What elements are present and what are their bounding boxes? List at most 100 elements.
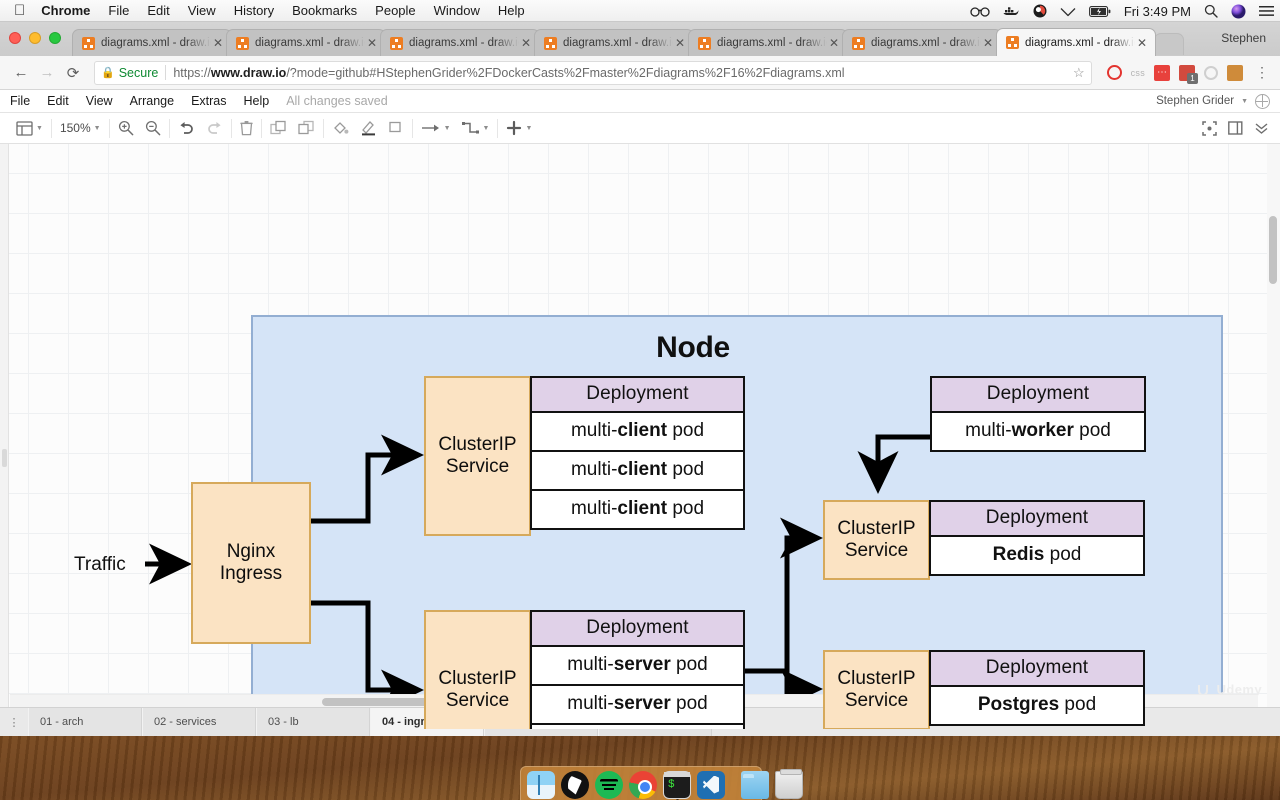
profile-name[interactable]: Stephen — [1221, 31, 1266, 45]
browser-tab[interactable]: diagrams.xml - draw.io ✕ — [842, 29, 1002, 56]
close-tab-icon[interactable]: ✕ — [674, 36, 686, 50]
fill-color-icon[interactable] — [332, 120, 349, 136]
sheet-tab-02-services[interactable]: 02 - services — [142, 708, 256, 736]
delete-icon[interactable] — [239, 120, 253, 136]
pod-multi-server[interactable]: multi-server pod — [532, 647, 743, 686]
pod-postgres[interactable]: Postgres pod — [931, 687, 1143, 724]
menubar-item-view[interactable]: View — [176, 3, 216, 18]
chevron-down-icon[interactable]: ▼ — [1241, 97, 1248, 105]
css-extension-icon[interactable]: css — [1130, 67, 1145, 78]
maximize-window-button[interactable] — [49, 32, 61, 44]
close-tab-icon[interactable]: ✕ — [520, 36, 532, 50]
new-tab-button[interactable] — [1154, 33, 1184, 55]
opera-vpn-extension-icon[interactable] — [1106, 65, 1122, 80]
chevron-down-icon[interactable]: ▼ — [482, 124, 490, 132]
minimize-window-button[interactable] — [29, 32, 41, 44]
collapse-icon[interactable] — [1254, 121, 1269, 135]
menubar-item-edit[interactable]: Edit — [136, 3, 169, 18]
menu-extras[interactable]: Extras — [191, 94, 227, 108]
deployment-server[interactable]: Deployment multi-server pod multi-server… — [530, 610, 745, 729]
deployment-postgres[interactable]: Deployment Postgres pod — [929, 650, 1145, 726]
deployment-worker[interactable]: Deployment multi-worker pod — [930, 376, 1146, 452]
close-tab-icon[interactable]: ✕ — [1136, 35, 1148, 50]
apple-menu-icon[interactable]:  — [14, 3, 25, 18]
waypoints-icon[interactable]: ▼ — [421, 122, 451, 134]
format-panel-icon[interactable] — [1228, 121, 1243, 135]
downloads-folder-icon[interactable] — [741, 770, 769, 799]
chevron-down-icon[interactable]: ▼ — [525, 124, 533, 132]
vertical-scroll-thumb[interactable] — [1269, 216, 1277, 284]
honey-extension-icon[interactable] — [1179, 64, 1198, 84]
vscode-icon[interactable] — [697, 770, 725, 800]
battery-icon[interactable] — [1088, 5, 1111, 17]
trash-icon[interactable] — [775, 768, 803, 799]
momentum-extension-icon[interactable]: ⋯ — [1154, 64, 1170, 81]
globe-icon[interactable] — [1255, 93, 1270, 109]
menubar-item-file[interactable]: File — [97, 3, 129, 18]
zoom-out-icon[interactable] — [145, 120, 161, 136]
menubar-clock[interactable]: Fri 3:49 PM — [1123, 3, 1191, 19]
to-front-icon[interactable] — [269, 120, 287, 136]
deployment-client[interactable]: Deployment multi-client pod multi-client… — [530, 376, 745, 530]
menu-file[interactable]: File — [10, 94, 31, 108]
browser-tab[interactable]: diagrams.xml - draw.io ✕ — [226, 29, 386, 56]
browser-tab[interactable]: diagrams.xml - draw.io ✕ — [380, 29, 540, 56]
terminal-icon[interactable] — [663, 770, 691, 800]
account-name[interactable]: Stephen Grider — [1156, 95, 1235, 107]
pod-multi-worker[interactable]: multi-worker pod — [932, 413, 1144, 450]
menu-view[interactable]: View — [85, 94, 113, 108]
sheet-tab-01-arch[interactable]: 01 - arch — [28, 708, 142, 736]
close-tab-icon[interactable]: ✕ — [212, 36, 224, 50]
pod-multi-client[interactable]: multi-client pod — [532, 413, 743, 452]
menu-edit[interactable]: Edit — [47, 94, 69, 108]
sheet-menu-icon[interactable]: ⋮ — [8, 716, 20, 729]
menu-help[interactable]: Help — [243, 94, 270, 108]
menubar-item-history[interactable]: History — [222, 3, 274, 18]
to-back-icon[interactable] — [297, 120, 315, 136]
pod-multi-client[interactable]: multi-client pod — [532, 452, 743, 491]
bookmark-manager-extension-icon[interactable] — [1227, 64, 1243, 81]
menubar-item-help[interactable]: Help — [486, 3, 525, 18]
spotify-icon[interactable] — [595, 770, 623, 800]
siri-icon[interactable] — [1231, 4, 1246, 19]
chevron-down-icon[interactable]: ▼ — [36, 124, 43, 132]
reload-button[interactable]: ⟳ — [66, 64, 80, 82]
menu-arrange[interactable]: Arrange — [129, 94, 175, 108]
redo-icon[interactable] — [206, 121, 223, 135]
docker-icon[interactable] — [1003, 5, 1020, 17]
back-button[interactable]: ← — [13, 64, 29, 81]
browser-tab[interactable]: diagrams.xml - draw.io ✕ — [534, 29, 694, 56]
sheet-tab-03-lb[interactable]: 03 - lb — [256, 708, 370, 736]
edge-style-icon[interactable]: ▼ — [461, 121, 490, 135]
address-bar[interactable]: 🔒 Secure https://www.draw.io/?mode=githu… — [94, 60, 1092, 85]
line-color-icon[interactable] — [360, 120, 377, 136]
chrome-icon[interactable] — [629, 770, 657, 800]
bookmark-star-icon[interactable]: ☆ — [1072, 64, 1085, 80]
zoom-in-icon[interactable] — [118, 120, 134, 136]
pod-multi-client[interactable]: multi-client pod — [532, 491, 743, 528]
close-tab-icon[interactable]: ✕ — [982, 36, 994, 50]
insert-icon[interactable]: ▼ — [506, 120, 532, 136]
pocket-extension-icon[interactable] — [1204, 65, 1218, 80]
obs-icon[interactable] — [1033, 4, 1047, 18]
view-layers-icon[interactable]: ▼ — [16, 120, 43, 137]
close-tab-icon[interactable]: ✕ — [828, 36, 840, 50]
canvas-left-handle[interactable] — [0, 144, 9, 729]
shadow-icon[interactable] — [388, 120, 404, 136]
menubar-item-people[interactable]: People — [363, 3, 415, 18]
deployment-redis[interactable]: Deployment Redis pod — [929, 500, 1145, 576]
chevron-down-icon[interactable]: ▼ — [443, 124, 451, 132]
pod-multi-server[interactable]: multi-server pod — [532, 725, 743, 729]
browser-tab[interactable]: diagrams.xml - draw.io ✕ — [72, 29, 232, 56]
pod-redis[interactable]: Redis pod — [931, 537, 1143, 574]
menubar-item-window[interactable]: Window — [422, 3, 480, 18]
zoom-level-dropdown[interactable]: 150% ▼ — [60, 121, 101, 135]
notification-center-icon[interactable] — [1259, 5, 1274, 17]
chrome-menu-icon[interactable]: ⋮ — [1255, 64, 1269, 80]
chevron-down-icon[interactable]: ▼ — [93, 124, 101, 132]
fullscreen-icon[interactable] — [1202, 120, 1217, 136]
close-tab-icon[interactable]: ✕ — [366, 36, 378, 50]
